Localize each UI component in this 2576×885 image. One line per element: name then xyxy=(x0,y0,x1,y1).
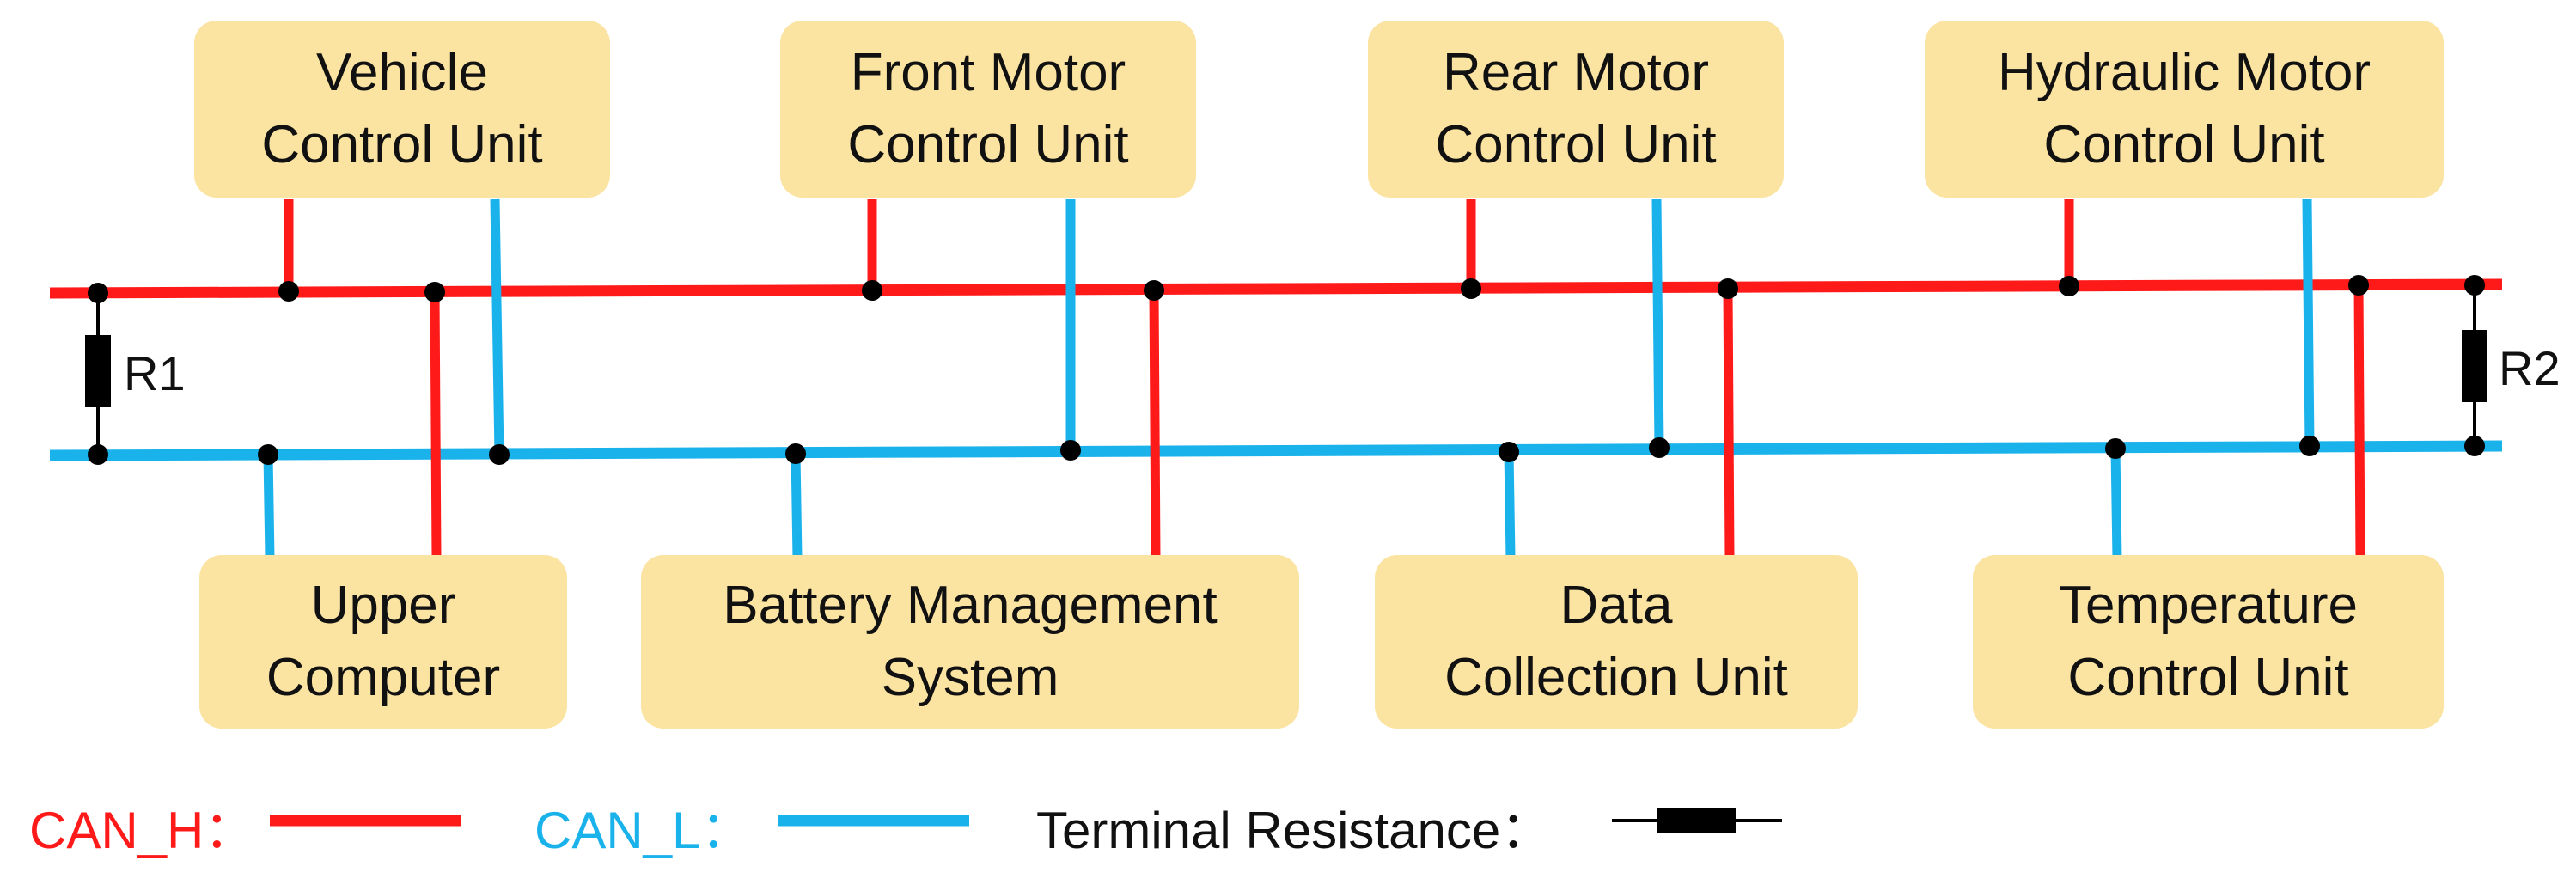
bms-can-h-stub xyxy=(1149,290,1161,559)
r1-resistor xyxy=(85,335,111,407)
r1-label: R1 xyxy=(124,346,186,400)
r2-resistor xyxy=(2462,330,2487,402)
vcu-can-l-stub xyxy=(490,198,504,455)
junction-dot xyxy=(2299,436,2320,456)
can-l-bus-line xyxy=(49,440,2503,461)
can-h-bus-line xyxy=(49,278,2503,299)
uc-can-l-stub xyxy=(263,454,275,559)
unit-label: Data Collection Unit xyxy=(1444,576,1788,707)
legend-can-l-label: CAN_L： xyxy=(534,802,753,859)
upper-computer: Upper Computer xyxy=(199,555,567,729)
junction-dot xyxy=(2348,275,2369,296)
junction-dot xyxy=(862,280,882,301)
unit-label: Battery Management System xyxy=(723,576,1218,707)
junction-dot xyxy=(1718,278,1738,299)
junction-dot xyxy=(2464,436,2485,456)
junction-dot xyxy=(278,281,299,302)
vehicle-control-unit: Vehicle Control Unit xyxy=(194,21,610,198)
legend-resistor-body xyxy=(1657,808,1736,833)
unit-label: Temperature Control Unit xyxy=(2058,576,2359,707)
junction-dot xyxy=(258,444,278,465)
junction-dot xyxy=(1461,278,1481,299)
r2-label: R2 xyxy=(2499,341,2561,395)
unit-label: Upper Computer xyxy=(266,576,501,707)
can-h-junctions xyxy=(88,275,2485,303)
junction-dot xyxy=(88,283,108,303)
temperature-control-unit: Temperature Control Unit xyxy=(1973,555,2444,729)
dcu-can-h-stub xyxy=(1723,288,1735,559)
bms-can-l-stub xyxy=(791,453,803,559)
can-l-junctions xyxy=(88,436,2485,465)
tcu-can-h-stub xyxy=(2353,284,2365,559)
hmcu-can-l-stub xyxy=(2302,198,2315,447)
hydraulic-motor-control-unit: Hydraulic Motor Control Unit xyxy=(1925,21,2444,198)
battery-management-system: Battery Management System xyxy=(641,555,1299,729)
unit-label: Hydraulic Motor Control Unit xyxy=(1997,43,2372,174)
front-motor-control-unit: Front Motor Control Unit xyxy=(780,21,1196,198)
junction-dot xyxy=(1144,280,1164,301)
tcu-can-l-stub xyxy=(2110,448,2122,559)
junction-dot xyxy=(88,444,108,465)
junction-dot xyxy=(489,444,510,465)
junction-dot xyxy=(2464,275,2485,296)
junction-dot xyxy=(2105,438,2126,459)
data-collection-unit: Data Collection Unit xyxy=(1375,555,1858,729)
junction-dot xyxy=(785,443,806,464)
unit-label: Rear Motor Control Unit xyxy=(1435,43,1717,174)
unit-label: Front Motor Control Unit xyxy=(847,43,1129,174)
unit-label: Vehicle Control Unit xyxy=(261,43,543,174)
junction-dot xyxy=(1649,437,1670,458)
junction-dot xyxy=(1060,440,1081,461)
junction-dot xyxy=(1499,442,1519,462)
rmcu-can-l-stub xyxy=(1651,198,1664,449)
dcu-can-l-stub xyxy=(1504,451,1516,559)
legend-terminal-resistance-label: Terminal Resistance： xyxy=(1036,802,1553,859)
rear-motor-control-unit: Rear Motor Control Unit xyxy=(1368,21,1784,198)
uc-can-h-stub xyxy=(430,291,442,559)
junction-dot xyxy=(2059,276,2079,296)
junction-dot xyxy=(424,282,445,302)
legend-can-h-label: CAN_H： xyxy=(29,802,256,859)
